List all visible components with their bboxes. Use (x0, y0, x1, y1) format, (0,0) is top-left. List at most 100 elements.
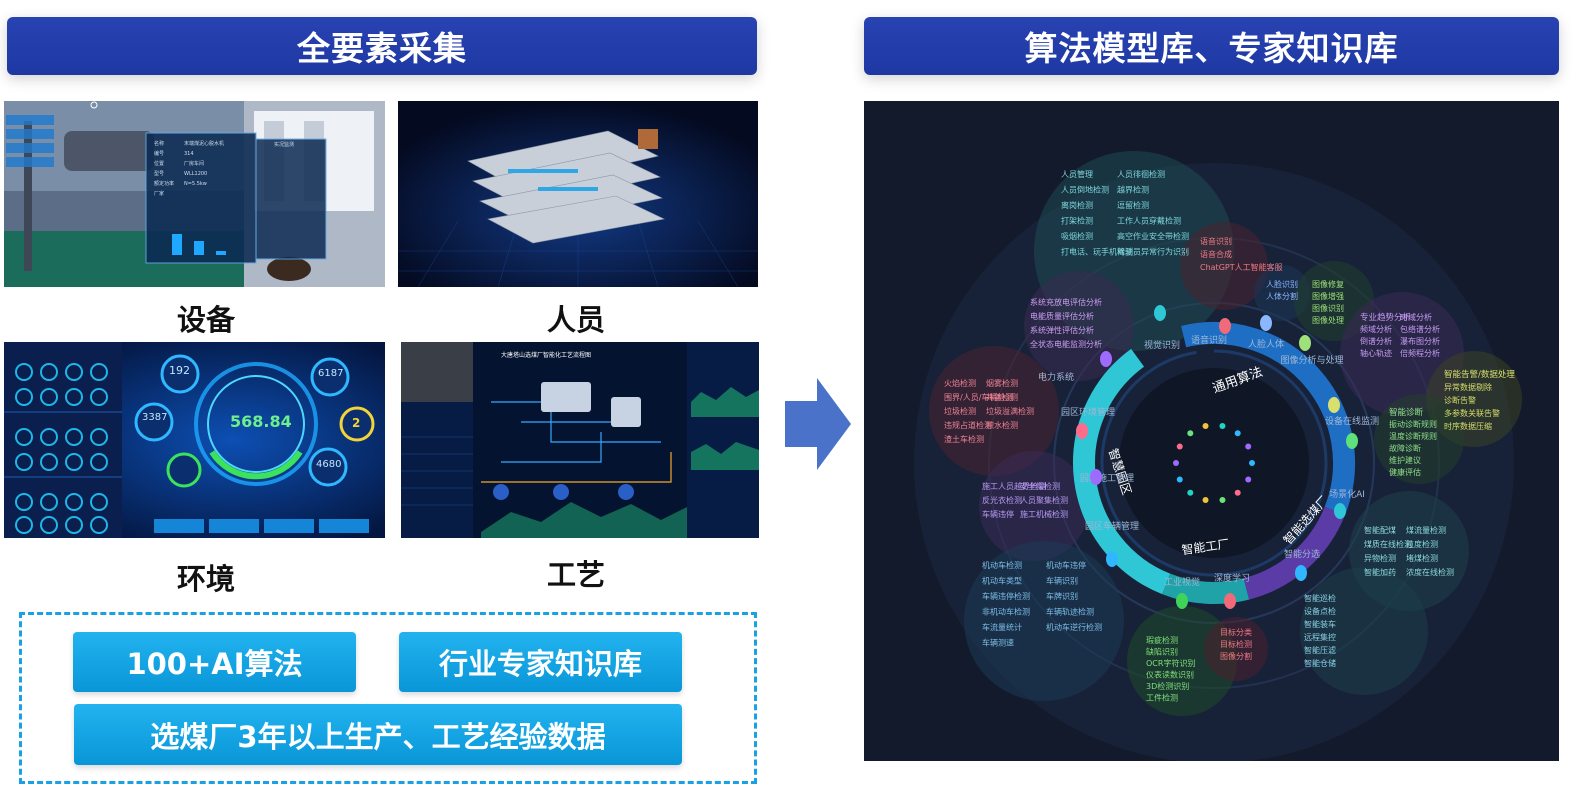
equipment-info-row: 位置厂房车间 (154, 159, 254, 169)
cluster-item-vehicle: 机动车类型 (982, 576, 1022, 586)
cluster-item-voice: 语音识别 (1200, 236, 1232, 246)
core-dot (1245, 476, 1252, 483)
caption-process: 工艺 (546, 558, 605, 592)
cluster-item-vehicle: 非机动车检测 (982, 607, 1030, 617)
cluster-item-power: 系统充放电评估分析 (1030, 297, 1102, 307)
cluster-item-pro_analysis: 轴心轨迹 (1360, 348, 1392, 358)
env-gauge-1: 192 (169, 364, 190, 377)
pin-marker (1076, 423, 1088, 439)
cluster-item-sorting: 粒度检测 (1406, 539, 1438, 549)
core-dot (1176, 476, 1183, 483)
cluster-item-pro_analysis: 倒谱分析 (1360, 336, 1392, 346)
cluster-item-sorting: 智能加药 (1364, 567, 1396, 577)
equipment-info-value: 314 (184, 151, 194, 157)
cluster-item-diagnosis: 健康评估 (1389, 467, 1421, 477)
cluster-item-sorting: 智能配煤 (1364, 525, 1396, 535)
pin-marker (1328, 397, 1340, 413)
cluster-bubble-voice (1180, 222, 1268, 310)
outer-ring-label: 视觉识别 (1144, 339, 1180, 351)
outer-ring-label: 图像分析与处理 (1280, 354, 1343, 366)
outer-ring-label: 园区车辆管理 (1085, 520, 1139, 532)
inner-ring-segment (1162, 573, 1250, 604)
cluster-item-construction: 人员聚集检测 (1020, 495, 1068, 505)
right-arrow-icon (785, 378, 851, 470)
cluster-item-vision: 工件检测 (1146, 693, 1178, 703)
cluster-item-construction: 反光衣检测 (982, 495, 1022, 505)
personnel-screenshot (398, 101, 758, 287)
pin-marker (1154, 305, 1166, 321)
cluster-item-personnel: 吸烟检测 (1061, 231, 1093, 241)
outer-ring-label: 场景化AI (1329, 488, 1365, 500)
cluster-item-env: 围界/人员/车辆检测 (944, 392, 1013, 402)
env-badge: 2 (352, 416, 361, 430)
cluster-item-pro_analysis: 时域分析 (1400, 312, 1432, 322)
env-gauge-3: 6187 (318, 368, 344, 379)
cluster-item-diagnosis: 温度诊断规则 (1389, 431, 1437, 441)
core-dot (1173, 460, 1179, 466)
cluster-item-smart: 智能仓储 (1304, 658, 1336, 668)
cluster-item-personnel: 工作人员穿戴检测 (1117, 216, 1181, 226)
cluster-item-image: 图像识别 (1312, 303, 1344, 313)
cluster-item-vision: 缺陷识别 (1146, 647, 1178, 657)
equipment-info-value: WLL1200 (184, 171, 208, 177)
equipment-info-key: 额定功率 (154, 181, 175, 187)
pin-marker (1100, 351, 1112, 367)
cluster-item-alarm: 异常数据剔除 (1444, 382, 1492, 392)
cluster-item-voice: ChatGPT人工智能客服 (1200, 262, 1283, 272)
algorithm-library-diagram: 人员管理人员徘徊检测人员倒地检测越界检测离岗检测逗留检测打架检测工作人员穿戴检测… (864, 101, 1559, 761)
cluster-item-personnel: 高空作业安全带检测 (1117, 231, 1189, 241)
equipment-info-key: 厂家 (154, 191, 165, 197)
cluster-item-sorting: 浓度在线检测 (1406, 567, 1454, 577)
cluster-item-env: 积水检测 (986, 420, 1018, 430)
cluster-item-pro_analysis: 倍频程分析 (1400, 348, 1440, 358)
core-dot (1249, 460, 1255, 466)
equipment-info-row: 型号 WLL1200 (154, 169, 254, 179)
expert-knowledge-chip: 行业专家知识库 (399, 632, 682, 692)
cluster-item-env: 井盖检测 (986, 392, 1018, 402)
equipment-info-key: 名称 (154, 141, 165, 147)
cluster-item-pro_analysis: 瀑布图分析 (1400, 336, 1440, 346)
environment-screenshot: 568.84 192 3387 6187 4680 2 (4, 342, 385, 538)
cluster-item-env: 垃圾溢满检测 (986, 406, 1034, 416)
search-icon[interactable] (90, 101, 98, 109)
cluster-item-env: 火焰检测 (944, 378, 976, 388)
cluster-item-power: 电能质量评估分析 (1030, 311, 1094, 321)
cluster-item-vehicle: 机动车检测 (982, 560, 1022, 570)
cluster-item-personnel: 逗留检测 (1117, 200, 1149, 210)
cluster-item-personnel: 越界检测 (1117, 185, 1149, 195)
cluster-item-diagnosis: 维护建议 (1389, 455, 1421, 465)
cluster-item-env: 烟雾检测 (986, 378, 1018, 388)
cluster-item-alarm: 多参数关联告警 (1444, 408, 1500, 418)
cluster-item-power: 全状态电能监测分析 (1030, 339, 1102, 349)
cluster-item-diagnosis: 振动诊断规则 (1389, 419, 1437, 429)
cluster-item-vehicle: 车流量统计 (982, 622, 1022, 632)
cluster-item-smart: 智能装车 (1304, 619, 1336, 629)
cluster-item-alarm: 诊断告警 (1444, 395, 1476, 405)
outer-ring-label: 设备在线监测 (1325, 415, 1379, 427)
cluster-item-construction: 安全帽检测 (1020, 481, 1060, 491)
cluster-item-vision: 瑕疵检测 (1146, 635, 1178, 645)
cluster-item-diagnosis: 智能诊断 (1389, 407, 1424, 418)
equipment-info-key: 型号 (154, 171, 165, 177)
equipment-info-key: 位置 (154, 161, 165, 167)
outer-ring-label: 深度学习 (1214, 572, 1250, 584)
cluster-item-vehicle: 车辆轨迹检测 (1046, 607, 1094, 617)
outer-ring-label: 工业视觉 (1164, 576, 1200, 588)
pin-marker (1224, 593, 1236, 609)
cluster-item-personnel: 人员倒地检测 (1061, 185, 1109, 195)
cluster-item-sorting: 煤质在线检测 (1364, 539, 1412, 549)
cluster-item-alarm: 智能告警/数据处理 (1444, 369, 1515, 380)
cluster-item-image: 图像修复 (1312, 279, 1344, 289)
experience-data-chip: 选煤厂3年以上生产、工艺经验数据 (74, 704, 682, 765)
cluster-item-diagnosis: 故障诊断 (1389, 443, 1421, 453)
env-center-value: 568.84 (230, 412, 292, 431)
cluster-bubble-smart (1300, 567, 1428, 695)
right-section-title: 算法模型库、专家知识库 (864, 17, 1559, 75)
equipment-bar (216, 251, 226, 255)
cluster-bubble-vehicle (964, 541, 1124, 701)
cluster-item-deep: 目标检测 (1220, 639, 1252, 649)
